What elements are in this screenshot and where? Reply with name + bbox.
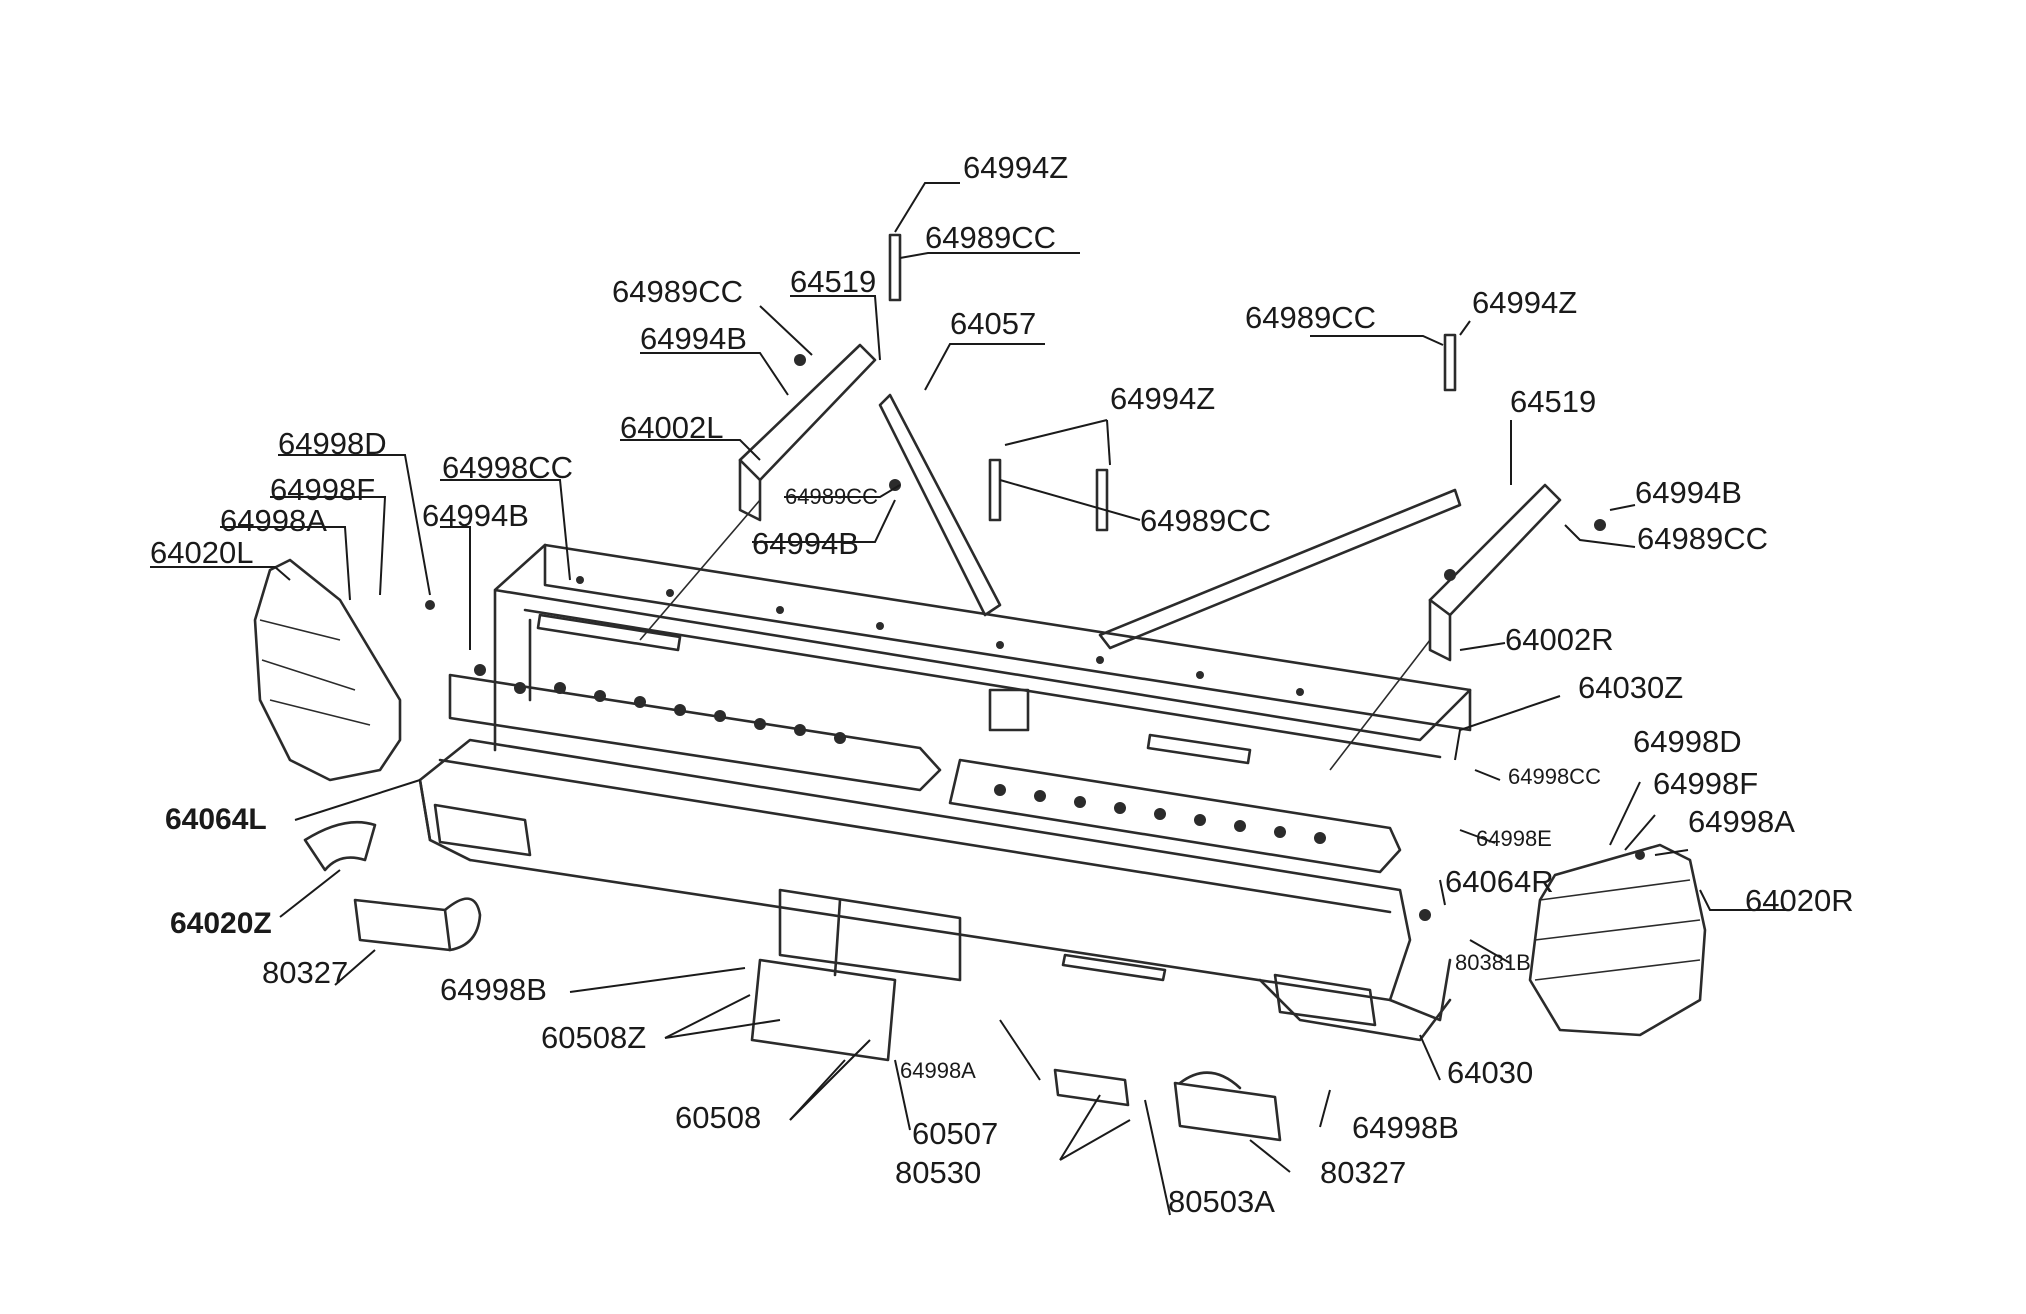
right-corner-cap [1528, 843, 1707, 1037]
label-64998b-right: 64998B [1352, 1110, 1459, 1145]
label-64030: 64030 [1447, 1055, 1534, 1090]
label-80327-left: 80327 [262, 955, 349, 990]
label-64998d-right: 64998D [1633, 724, 1742, 759]
label-80381b: 80381B [1455, 950, 1531, 975]
label-64989cc-mid: 64989CC [1140, 503, 1271, 538]
leader-lines [150, 182, 1790, 1216]
label-64998a-right: 64998A [1688, 804, 1795, 839]
label-64994z-right: 64994Z [1472, 285, 1578, 320]
label-80327-right: 80327 [1320, 1155, 1407, 1190]
bracket-arms [639, 343, 1562, 771]
rear-frame [493, 543, 1472, 759]
label-64989cc-top: 64989CC [925, 220, 1056, 255]
label-64998a-left: 64998A [220, 503, 327, 538]
label-64994b-left2: 64994B [422, 498, 529, 533]
label-64002r: 64002R [1505, 622, 1614, 657]
label-64989cc-left: 64989CC [612, 274, 743, 309]
label-64998b-left: 64998B [440, 972, 547, 1007]
label-64989cc-far-right: 64989CC [1637, 521, 1768, 556]
bumper-body [418, 613, 1452, 1042]
label-64020z: 64020Z [170, 907, 272, 940]
corner-strip [303, 820, 377, 872]
label-64998f-left: 64998F [270, 472, 376, 507]
label-64989cc-small: 64989CC [785, 484, 878, 509]
label-64998e: 64998E [1476, 826, 1552, 851]
left-corner-cap [253, 558, 402, 782]
label-80503a: 80503A [1168, 1184, 1275, 1219]
label-60508z: 60508Z [541, 1020, 647, 1055]
label-80530: 80530 [895, 1155, 982, 1190]
label-64002l: 64002L [620, 410, 724, 445]
label-64064r: 64064R [1445, 864, 1554, 899]
label-64994b-left: 64994B [640, 321, 747, 356]
label-64020r: 64020R [1745, 883, 1854, 918]
label-60507: 60507 [912, 1116, 999, 1151]
label-64998cc-left: 64998CC [442, 450, 573, 485]
label-64989cc-right: 64989CC [1245, 300, 1376, 335]
label-64519-right: 64519 [1510, 384, 1597, 419]
label-64064l: 64064L [165, 803, 267, 836]
label-64998a-bottom: 64998A [900, 1058, 976, 1083]
label-64994z-mid: 64994Z [1110, 381, 1216, 416]
label-60508: 60508 [675, 1100, 762, 1135]
label-64994b-right: 64994B [1635, 475, 1742, 510]
label-64057: 64057 [950, 306, 1037, 341]
label-64519-left: 64519 [790, 264, 877, 299]
label-64994b-center: 64994B [752, 526, 859, 561]
label-64994z-top: 64994Z [963, 150, 1069, 185]
label-64998d-left: 64998D [278, 426, 387, 461]
label-64020l: 64020L [150, 535, 254, 570]
lamps [353, 897, 1282, 1142]
bolts [425, 233, 1645, 921]
label-64998cc-right: 64998CC [1508, 764, 1601, 789]
label-64030z: 64030Z [1578, 670, 1684, 705]
plate-bracket [750, 958, 897, 1062]
label-64998f-right: 64998F [1653, 766, 1759, 801]
